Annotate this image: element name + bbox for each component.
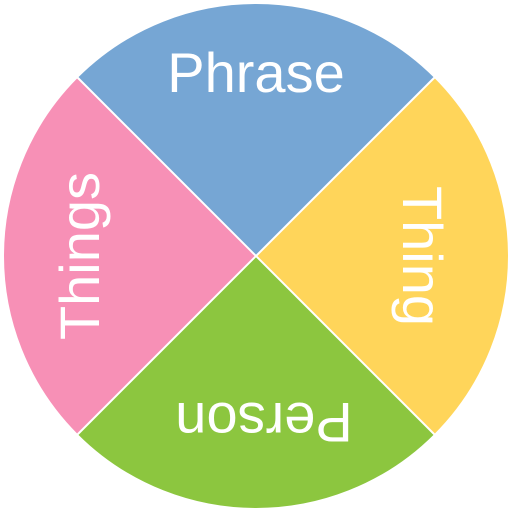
wheel-label-top: Phrase [167, 41, 344, 104]
wheel-segment-top[interactable] [77, 2, 435, 257]
wheel-segment-left[interactable] [2, 77, 257, 435]
wheel-segment-right[interactable] [256, 77, 510, 435]
wheel-label-right: Thing [391, 186, 454, 326]
wheel-divider-2 [76, 76, 436, 436]
wheel-label-bottom: Person [175, 391, 352, 454]
wheel-label-left: Things [48, 172, 111, 340]
wheel-segment-bottom[interactable] [77, 256, 435, 510]
